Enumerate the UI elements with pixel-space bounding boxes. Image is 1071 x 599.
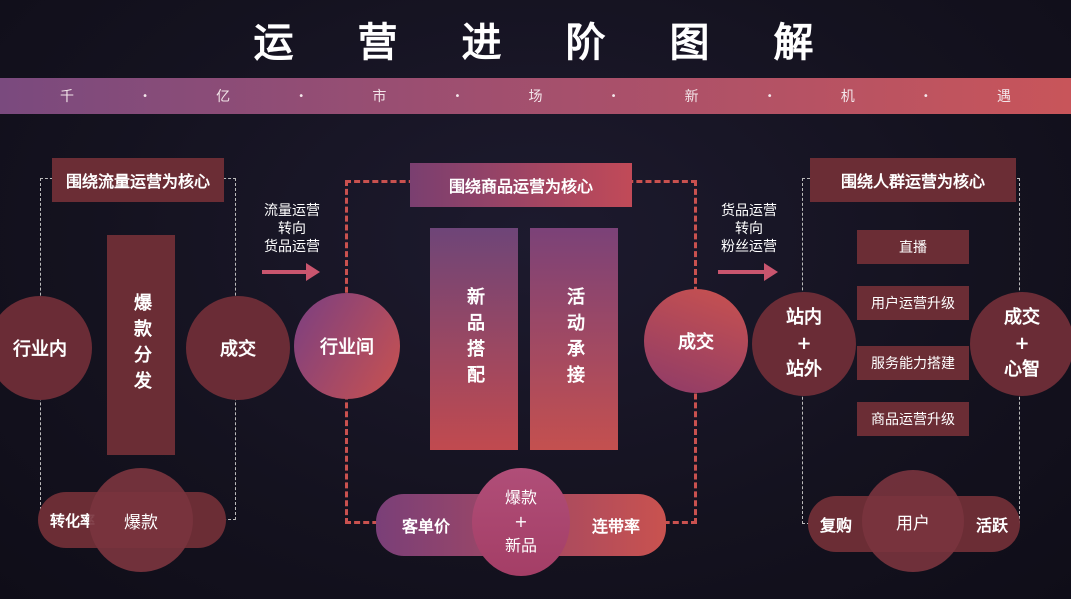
arrow2-line: 货品运营 <box>721 203 777 219</box>
plus-line: + <box>796 333 812 354</box>
right-circle-deal-mindshare: 成交 + 心智 <box>970 292 1071 396</box>
arrow2-note: 货品运营 转向 粉丝运营 <box>712 202 786 256</box>
banner-char: 场 <box>528 89 543 105</box>
banner-char: 亿 <box>216 89 231 105</box>
offsite-line: 站外 <box>786 359 822 380</box>
deal-line: 成交 <box>1004 307 1040 328</box>
middle-center-circle: 爆款 + 新品 <box>472 468 570 576</box>
middle-section-header: 围绕商品运营为核心 <box>410 163 632 207</box>
arrow1-line: 货品运营 <box>264 239 320 255</box>
middle-bar-new-product-matching: 新品搭配 <box>430 228 518 450</box>
arrow1-note: 流量运营 转向 货品运营 <box>250 202 334 256</box>
right-item-live: 直播 <box>857 230 969 264</box>
middle-circle-deal: 成交 <box>644 289 748 393</box>
banner-char: 市 <box>372 89 387 105</box>
banner-char: 机 <box>840 89 855 105</box>
banner-char: 遇 <box>996 89 1011 105</box>
banner-dot: • <box>610 90 617 102</box>
right-item-user-ops-upgrade: 用户运营升级 <box>857 286 969 320</box>
arrow1-shaft <box>262 270 308 274</box>
arrow1-head-icon <box>306 263 320 281</box>
plus-line: + <box>1014 333 1030 354</box>
banner-char: 千 <box>60 89 74 105</box>
middle-bar-event-support: 活动承接 <box>530 228 618 450</box>
page-title: 运营进阶图解 <box>253 20 878 66</box>
banner-dot: • <box>454 90 461 102</box>
arrow1-line: 转向 <box>278 221 306 237</box>
middle-circle-cross-industry: 行业间 <box>294 293 400 399</box>
left-circle-industry-inner: 行业内 <box>0 296 92 400</box>
banner-dot: • <box>298 90 305 102</box>
arrow2-line: 粉丝运营 <box>721 239 777 255</box>
right-item-service-capability: 服务能力搭建 <box>857 346 969 380</box>
left-circle-deal: 成交 <box>186 296 290 400</box>
right-circle-onsite-offsite: 站内 + 站外 <box>752 292 856 396</box>
right-section-header: 围绕人群运营为核心 <box>810 158 1016 202</box>
right-item-product-ops-upgrade: 商品运营升级 <box>857 402 969 436</box>
arrow2-head-icon <box>764 263 778 281</box>
center-line-new: 新品 <box>504 536 537 555</box>
left-section-header: 围绕流量运营为核心 <box>52 158 224 202</box>
arrow2-shaft <box>718 270 766 274</box>
onsite-line: 站内 <box>786 307 822 328</box>
left-bottom-circle-burst: 爆款 <box>89 468 193 572</box>
left-bar-burst-distribution: 爆款分发 <box>107 235 175 455</box>
active-label: 活跃 <box>975 516 1008 535</box>
banner-dot: • <box>922 90 929 102</box>
mindshare-line: 心智 <box>1004 359 1040 380</box>
attach-rate-label: 连带率 <box>591 517 640 536</box>
banner-dot: • <box>766 90 773 102</box>
arrow2-line: 转向 <box>735 221 763 237</box>
right-bottom-circle-user: 用户 <box>862 470 964 572</box>
avg-order-value-label: 客单价 <box>402 517 451 536</box>
center-line-burst: 爆款 <box>504 488 537 507</box>
repurchase-label: 复购 <box>820 516 853 535</box>
arrow1-line: 流量运营 <box>264 203 320 219</box>
banner: 千 • 亿 • 市 • 场 • 新 • 机 • 遇 <box>0 78 1071 114</box>
center-line-plus: + <box>514 512 528 531</box>
conversion-rate-label: 转化率 <box>50 511 96 530</box>
banner-dot: • <box>142 90 149 102</box>
banner-char: 新 <box>684 89 699 105</box>
